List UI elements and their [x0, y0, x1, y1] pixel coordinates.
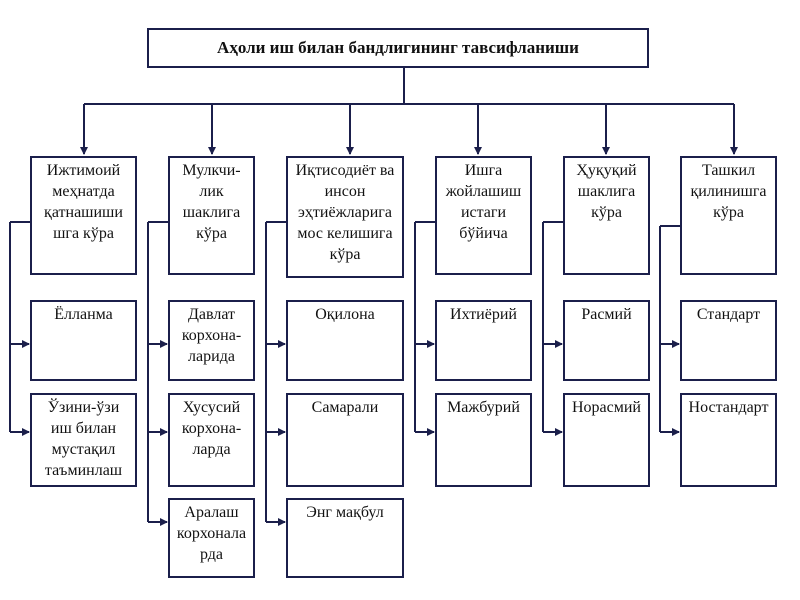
item-box-forced: Мажбурий: [435, 393, 532, 487]
item-box-efficient: Самарали: [286, 393, 404, 487]
item-box-standard: Стандарт: [680, 300, 777, 381]
item-box-voluntary: Ихтиёрий: [435, 300, 532, 381]
item-box-nonstandard: Ностандарт: [680, 393, 777, 487]
item-box-self-employed: Ўзини-ўзи иш билан мустақил таъминлаш: [30, 393, 137, 487]
diagram-title: Аҳоли иш билан бандлигининг тавсифланиши: [147, 28, 649, 68]
item-box-formal: Расмий: [563, 300, 650, 381]
item-box-mixed-enterprises: Аралаш корхонала рда: [168, 498, 255, 578]
item-box-state-enterprises: Давлат корхона- ларида: [168, 300, 255, 381]
item-box-private-enterprises: Хусусий корхона- ларда: [168, 393, 255, 487]
item-box-optimal: Энг мақбул: [286, 498, 404, 578]
item-box-rational: Оқилона: [286, 300, 404, 381]
item-box-hired: Ёлланма: [30, 300, 137, 381]
category-box-economy: Иқтисодиёт ва инсон эҳтиёжларига мос кел…: [286, 156, 404, 278]
item-box-informal: Норасмий: [563, 393, 650, 487]
category-box-willingness: Ишга жойлашиш истаги бўйича: [435, 156, 532, 275]
category-box-social-labor: Ижтимоий меҳнатда қатнашиши шга кўра: [30, 156, 137, 275]
category-box-organization: Ташкил қилинишга кўра: [680, 156, 777, 275]
category-box-legal-form: Ҳуқуқий шаклига кўра: [563, 156, 650, 275]
category-box-ownership: Мулкчи- лик шаклига кўра: [168, 156, 255, 275]
